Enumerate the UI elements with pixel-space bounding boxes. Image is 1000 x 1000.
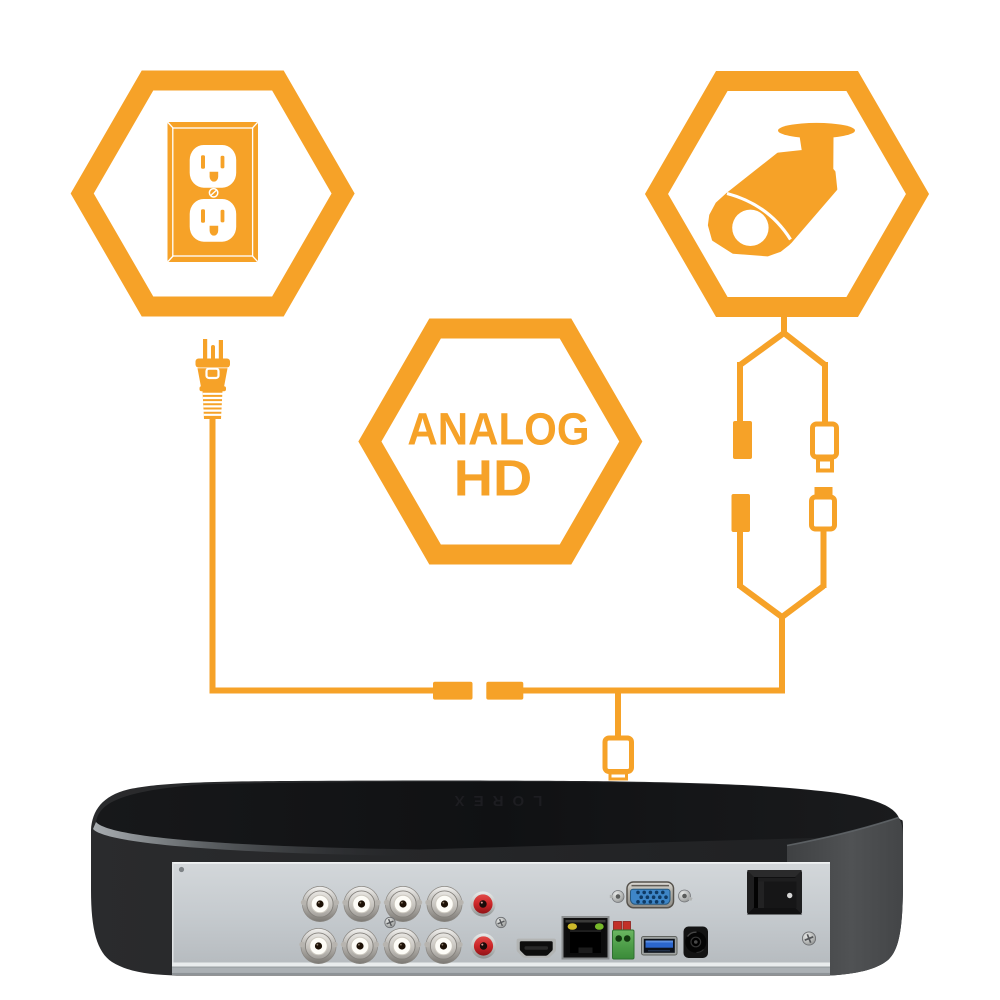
svg-text:ANALOG: ANALOG: [407, 404, 589, 455]
svg-text:LOREX: LOREX: [446, 792, 543, 809]
svg-text:HD: HD: [454, 450, 532, 507]
